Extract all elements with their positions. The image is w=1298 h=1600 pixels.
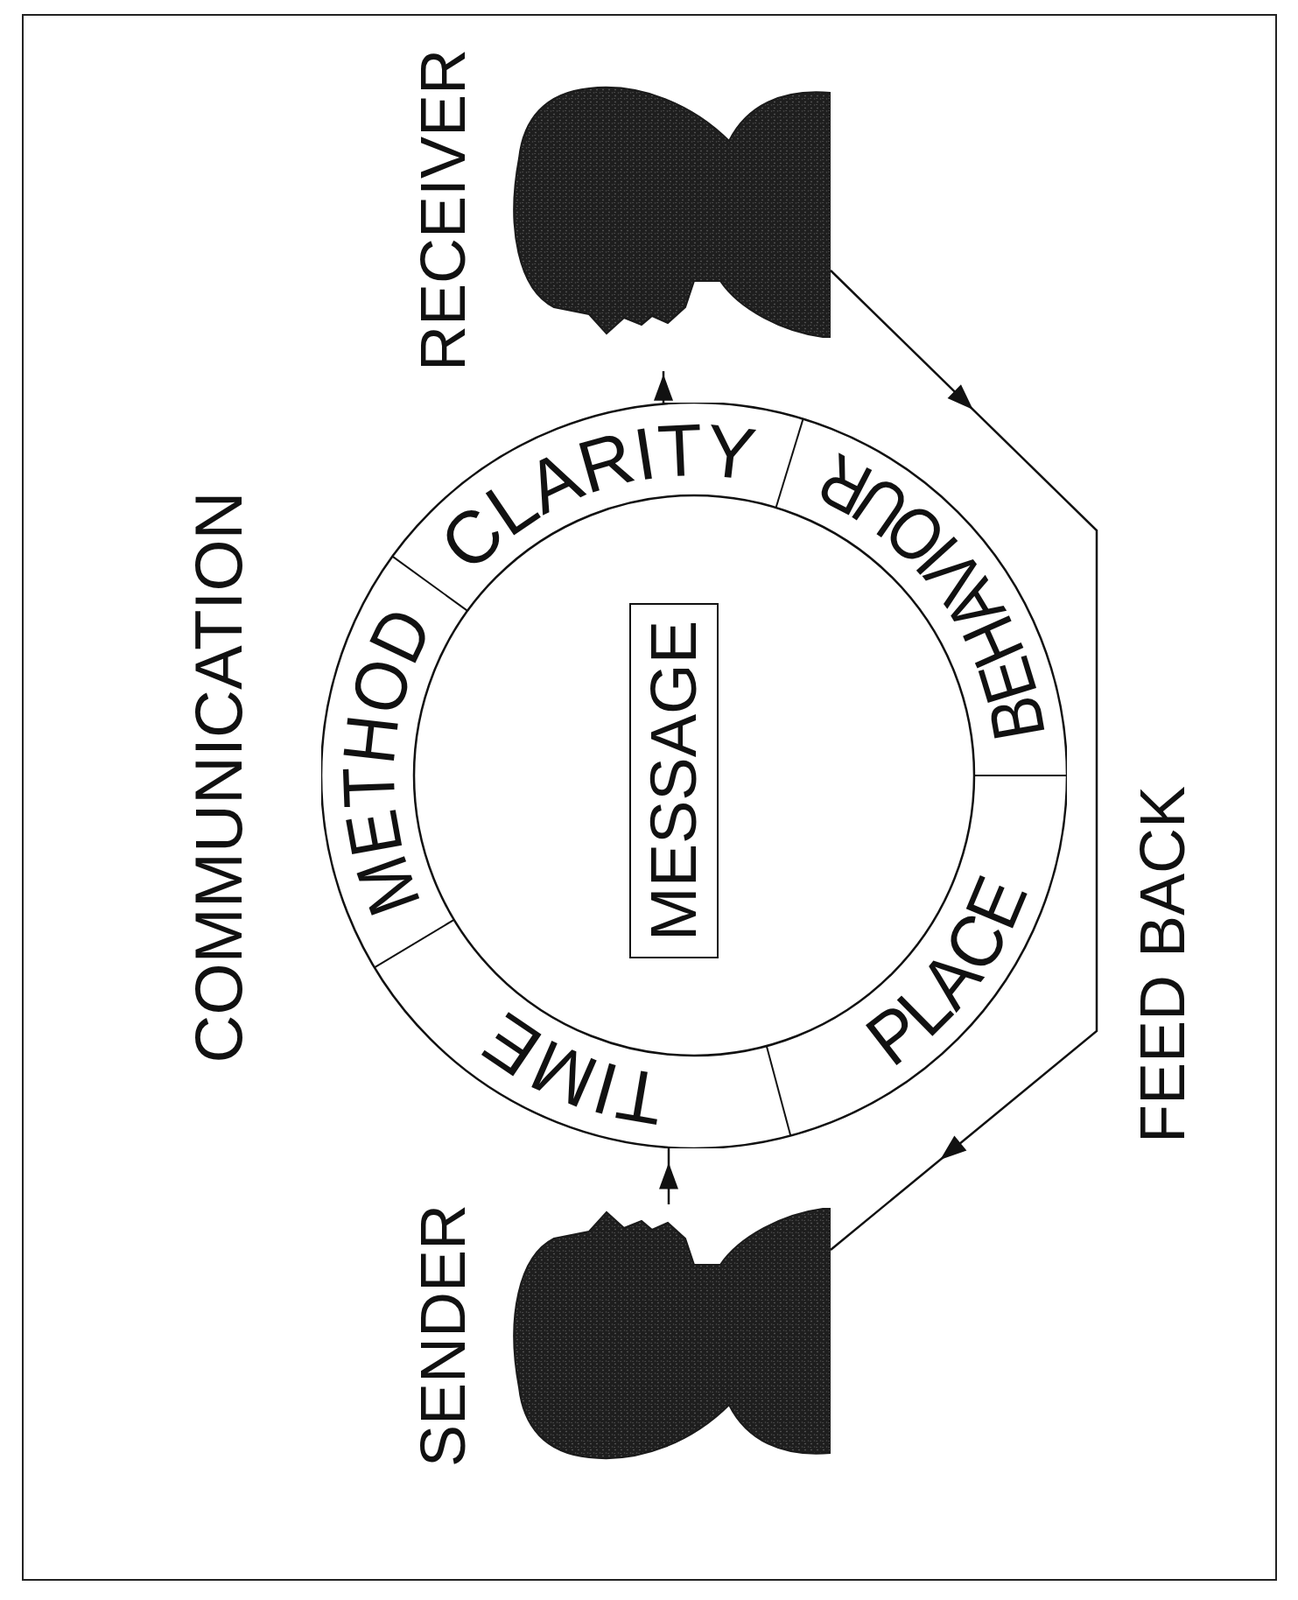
message-box: MESSAGE (629, 603, 719, 959)
connector-label: FEED BACK (1129, 780, 1196, 1149)
ring-divider (766, 1045, 791, 1136)
arrowhead (947, 384, 974, 410)
arrowhead (940, 1135, 967, 1160)
head-profile (513, 87, 831, 338)
ring-divider (392, 556, 468, 611)
person-silhouette (509, 1207, 831, 1464)
ring-outer (321, 402, 1067, 1149)
person-node: SENDER (411, 1204, 831, 1467)
ring-label-path: CLARITY (424, 408, 760, 587)
arrowhead (659, 1162, 679, 1189)
diagram-title: COMMUNICATION (185, 491, 253, 1064)
ring-label-path: BEHAVIOUR (805, 437, 1061, 747)
person-label: RECEIVER (411, 49, 475, 372)
ring-label-path: PLACE (851, 864, 1044, 1081)
ring-label: TIME (468, 996, 669, 1141)
ring-label: PLACE (851, 864, 1044, 1081)
silhouette-group (513, 1207, 831, 1459)
connector (659, 1147, 679, 1205)
arrowhead (653, 374, 674, 401)
person-node: RECEIVER (411, 49, 831, 372)
factor-ring: TIMEMETHODCLARITY BEHAVIOUR PLACE MESSAGE (321, 402, 1067, 1149)
person-silhouette (509, 82, 831, 338)
ring-label-path: METHOD (327, 596, 449, 927)
page-frame (22, 14, 1277, 1580)
silhouette-group (513, 87, 831, 338)
message-text: MESSAGE (641, 620, 707, 941)
head-profile (513, 1207, 831, 1459)
ring-divider (374, 919, 455, 969)
ring-divider (776, 419, 804, 508)
connector (653, 371, 674, 404)
ring-label-path: TIME (468, 996, 669, 1141)
ring-label: BEHAVIOUR (805, 437, 1061, 747)
ring-label: METHOD (327, 596, 449, 927)
ring-divider (974, 774, 1067, 777)
ring-inner (413, 495, 975, 1056)
person-label: SENDER (411, 1204, 475, 1467)
ring-label: CLARITY (424, 408, 760, 587)
